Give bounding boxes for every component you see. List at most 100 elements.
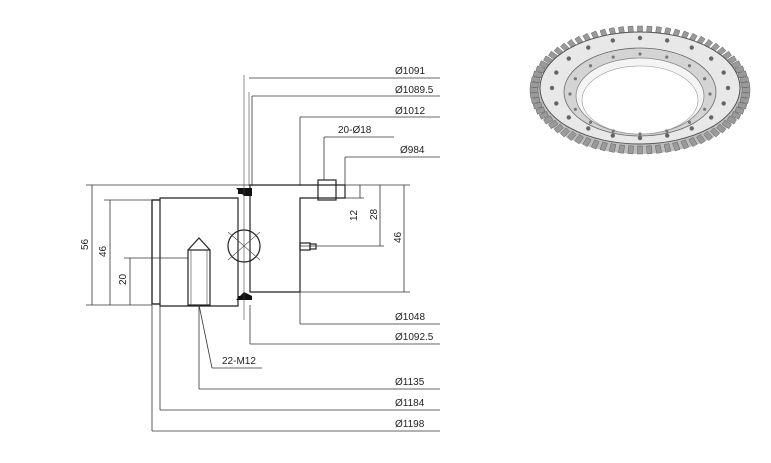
gear-tooth bbox=[716, 123, 727, 134]
gear-tooth bbox=[574, 134, 584, 145]
gear-tooth bbox=[646, 145, 653, 155]
gear-tooth bbox=[627, 145, 634, 155]
gear-tooth bbox=[739, 97, 749, 104]
gear-tooth bbox=[529, 87, 539, 93]
gear-tooth bbox=[538, 111, 549, 120]
inner-bolt-hole bbox=[573, 107, 577, 111]
gear-tooth bbox=[688, 136, 698, 147]
gear-tooth bbox=[655, 144, 662, 154]
gear-bolt-hole bbox=[721, 70, 726, 75]
gear-tooth bbox=[726, 115, 737, 125]
gear-tooth bbox=[582, 136, 592, 147]
gear-tooth bbox=[599, 141, 608, 152]
gear-bolt-hole bbox=[725, 85, 731, 91]
gear-tooth bbox=[543, 115, 554, 125]
gear-tooth bbox=[608, 143, 617, 153]
gear-bolt-hole bbox=[586, 45, 591, 50]
gear-tooth bbox=[703, 131, 713, 141]
gear-tooth bbox=[737, 101, 748, 110]
inner-bolt-hole bbox=[687, 120, 692, 124]
inner-ring-section bbox=[249, 179, 346, 293]
inner-bolt-hole bbox=[687, 64, 692, 68]
inner-bolt-hole bbox=[588, 120, 593, 124]
dim-thread-22: 22-M12 bbox=[222, 356, 256, 367]
inner-bolt-hole bbox=[665, 55, 669, 59]
gear-bolt-hole bbox=[610, 133, 616, 138]
gear-tooth bbox=[710, 127, 720, 138]
dim-h20: 20 bbox=[118, 273, 129, 285]
bottom-dimensions bbox=[151, 292, 440, 432]
gear-tooth bbox=[548, 119, 559, 130]
dim-d1091: Ø1091 bbox=[395, 66, 425, 77]
inner-bolt-hole bbox=[638, 52, 642, 56]
gear-tooth bbox=[734, 65, 745, 74]
gear-bolt-hole bbox=[610, 38, 616, 43]
gear-tooth bbox=[680, 139, 690, 150]
dim-d984: Ø984 bbox=[400, 145, 425, 156]
dim-d1135: Ø1135 bbox=[395, 377, 425, 388]
inner-bolt-hole bbox=[708, 92, 712, 96]
inner-bolt-hole bbox=[573, 77, 577, 81]
gear-tooth bbox=[590, 139, 600, 150]
dim-holes-20: 20-Ø18 bbox=[338, 125, 372, 136]
dim-h28: 28 bbox=[369, 208, 380, 220]
inner-bolt-hole bbox=[703, 77, 707, 81]
gear-bolt-hole bbox=[566, 56, 572, 61]
dim-h12: 12 bbox=[349, 209, 360, 221]
gear-tooth bbox=[663, 143, 672, 153]
gear-tooth bbox=[731, 111, 742, 120]
dim-d1092-5: Ø1092.5 bbox=[395, 332, 434, 343]
gear-tooth bbox=[531, 76, 541, 83]
gear-tooth bbox=[553, 123, 564, 134]
gear-bolt-hole bbox=[664, 38, 670, 43]
dim-d1198: Ø1198 bbox=[395, 419, 425, 430]
dim-h46-left: 46 bbox=[98, 245, 109, 257]
gear-tooth bbox=[741, 81, 751, 88]
gear-bolt-hole bbox=[586, 126, 591, 131]
gear-bolt-hole bbox=[689, 126, 694, 131]
slewing-ring-3d-render bbox=[529, 25, 751, 155]
dim-h56: 56 bbox=[80, 238, 91, 250]
gear-tooth bbox=[618, 144, 625, 154]
outer-ring-section bbox=[151, 197, 239, 307]
gear-tooth bbox=[721, 119, 732, 130]
inner-bolt-hole bbox=[611, 129, 615, 133]
gear-bolt-hole bbox=[549, 85, 555, 91]
mounting-holes bbox=[549, 35, 731, 141]
gear-tooth bbox=[532, 101, 543, 110]
gear-bolt-hole bbox=[664, 133, 670, 138]
gear-bolt-hole bbox=[708, 115, 714, 120]
inner-bolt-hole bbox=[665, 129, 669, 133]
gear-tooth bbox=[739, 76, 749, 83]
gear-bolt-hole bbox=[721, 101, 726, 106]
dim-d1012: Ø1012 bbox=[395, 106, 425, 117]
left-height-dimensions bbox=[86, 184, 250, 306]
gear-tooth bbox=[637, 145, 643, 155]
gear-tooth bbox=[560, 127, 570, 138]
dim-d1089-5: Ø1089.5 bbox=[395, 85, 434, 96]
gear-bolt-hole bbox=[566, 115, 572, 120]
gear-tooth bbox=[734, 106, 745, 115]
inner-bolt-hole bbox=[588, 64, 593, 68]
dim-h46-right: 46 bbox=[393, 231, 404, 243]
gear-bolt-hole bbox=[708, 56, 714, 61]
gear-tooth bbox=[696, 134, 706, 145]
inner-bolt-hole bbox=[703, 107, 707, 111]
dim-d1184: Ø1184 bbox=[395, 398, 425, 409]
gear-tooth bbox=[741, 92, 751, 99]
gear-bolt-hole bbox=[689, 45, 694, 50]
gear-tooth bbox=[531, 97, 541, 104]
dim-d1048: Ø1048 bbox=[395, 312, 425, 323]
gear-bolt-hole bbox=[637, 135, 643, 141]
inner-bolt-hole bbox=[568, 92, 572, 96]
gear-tooth bbox=[529, 92, 539, 99]
gear-tooth bbox=[737, 70, 748, 79]
gear-bolt-hole bbox=[554, 101, 559, 106]
inner-bolt-hole bbox=[611, 55, 615, 59]
gear-tooth bbox=[567, 131, 577, 141]
gear-tooth bbox=[532, 70, 543, 79]
gear-tooth bbox=[741, 87, 751, 93]
right-height-dimensions bbox=[300, 184, 410, 293]
